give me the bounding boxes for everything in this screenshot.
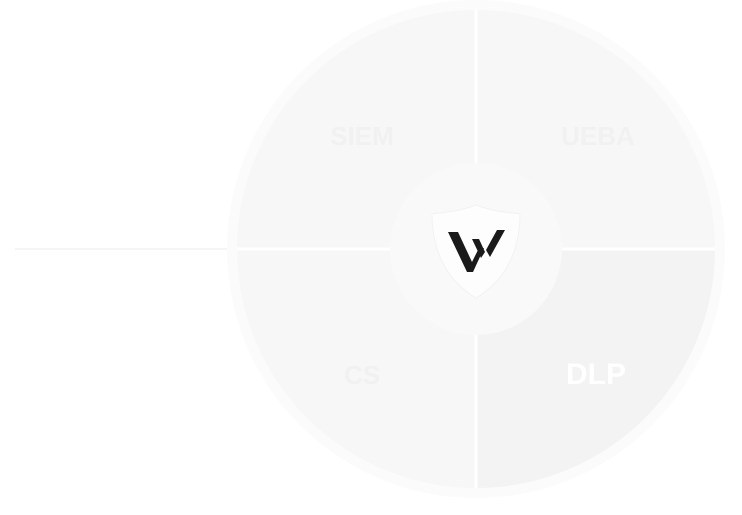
segment-label-dlp: DLP — [566, 358, 626, 391]
segment-label-cs: CS — [344, 360, 380, 390]
shield-icon — [431, 204, 521, 299]
segment-label-siem: SIEM — [330, 121, 394, 151]
w-logo-icon — [448, 230, 505, 272]
segment-label-ueba: UEBA — [561, 121, 635, 151]
